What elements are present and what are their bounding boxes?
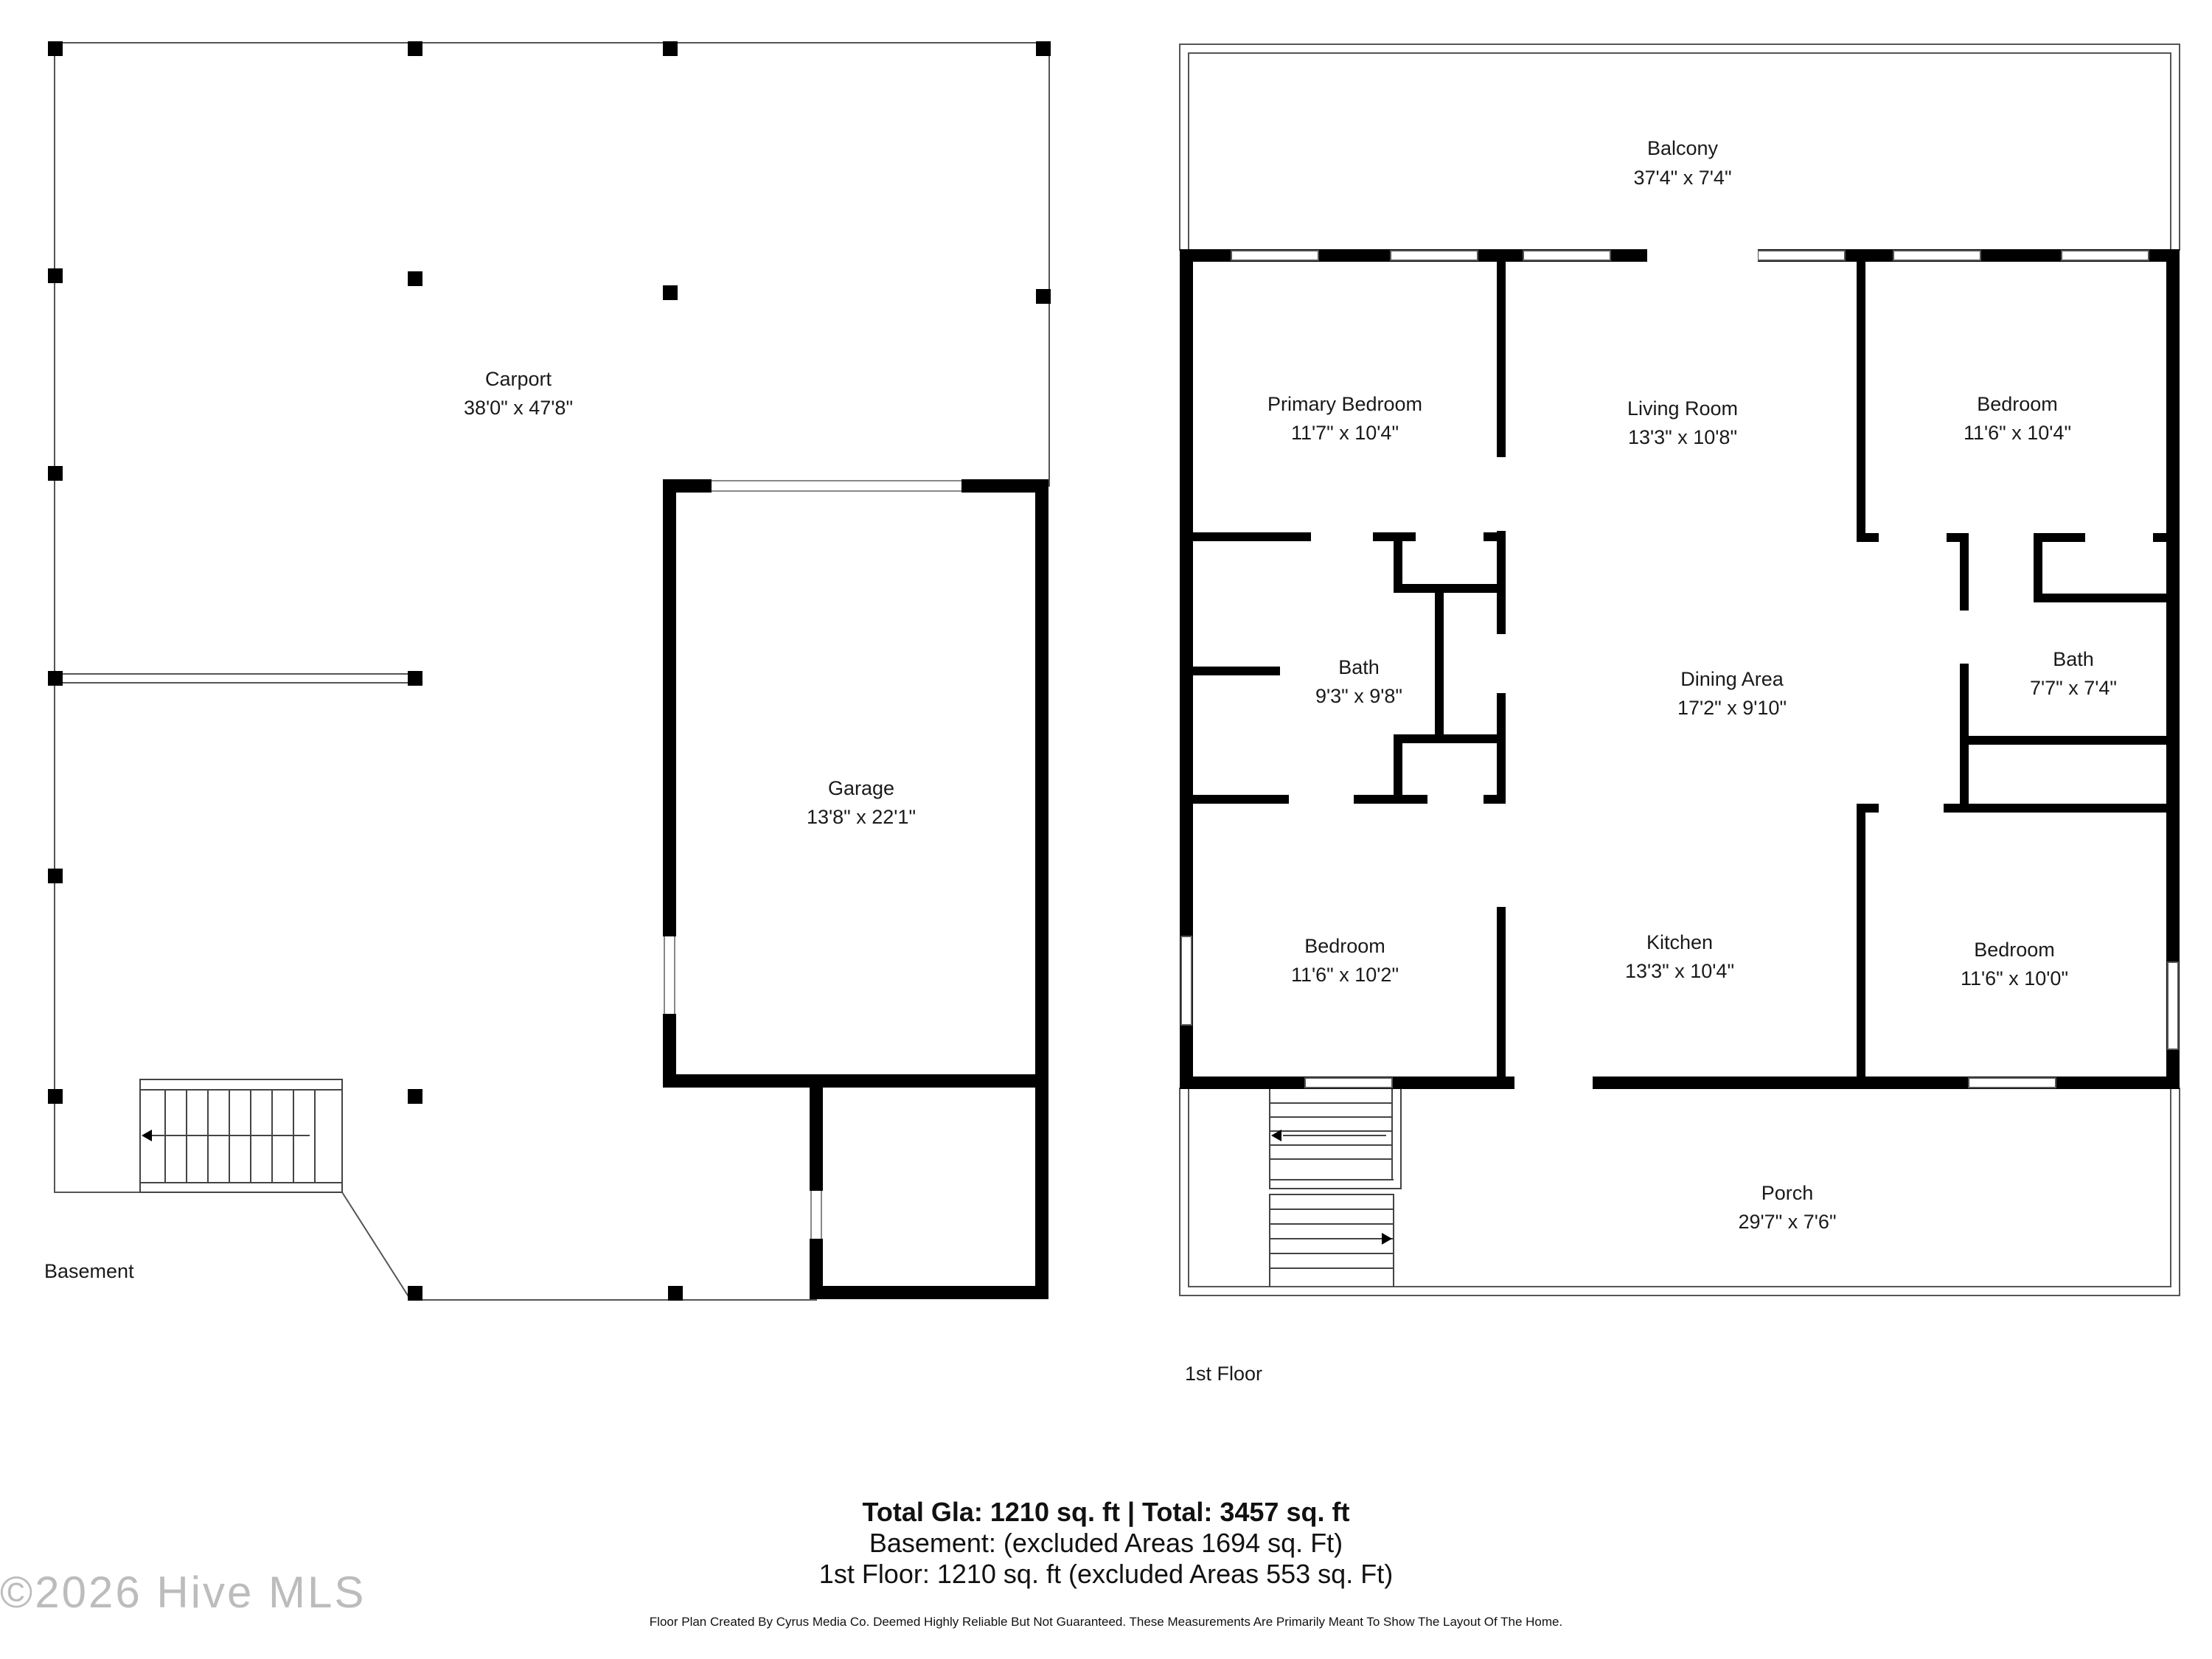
primary-bedroom-name: Primary Bedroom: [1267, 393, 1422, 415]
dining-area-name: Dining Area: [1680, 668, 1784, 690]
porch-stairs: [1269, 1089, 1402, 1287]
interior-walls: [1193, 262, 2168, 1077]
kitchen-dim: 13'3" x 10'4": [1625, 960, 1734, 982]
bedroom-ne-dim: 11'6" x 10'4": [1964, 422, 2071, 444]
carport-window: [54, 673, 417, 684]
balcony-outline: [1179, 44, 2180, 251]
bedroom-sw-dim: 11'6" x 10'2": [1291, 964, 1399, 986]
garage-door-opening: [664, 480, 961, 1239]
basement-stairs: [139, 1079, 343, 1193]
basement-area-summary: Basement: (excluded Areas 1694 sq. Ft): [869, 1528, 1343, 1558]
dining-area-dim: 17'2" x 9'10": [1677, 697, 1787, 719]
porch-name: Porch: [1761, 1182, 1814, 1204]
door-openings: [1514, 248, 1758, 1091]
carport-outline: [54, 42, 1050, 1193]
porch-outline: [1179, 1088, 2180, 1296]
support-posts: [48, 41, 1051, 1301]
kitchen-name: Kitchen: [1646, 931, 1713, 953]
garage-walls: [663, 479, 1048, 1299]
stair-diagonal: [341, 1192, 411, 1301]
carport-dim: 38'0" x 47'8": [464, 397, 573, 419]
balcony-name: Balcony: [1647, 137, 1719, 159]
room-labels: Carport 38'0" x 47'8" Garage 13'8" x 22'…: [464, 137, 2117, 1233]
balcony-dim: 37'4" x 7'4": [1633, 167, 1731, 189]
garage-dim: 13'8" x 22'1": [807, 806, 916, 828]
living-room-dim: 13'3" x 10'8": [1628, 426, 1737, 448]
porch-stair-up-arrow-icon: [1382, 1233, 1392, 1245]
porch-dim: 29'7" x 7'6": [1738, 1211, 1836, 1233]
garage-name: Garage: [828, 777, 894, 799]
first-floor-area-summary: 1st Floor: 1210 sq. ft (excluded Areas 5…: [818, 1559, 1394, 1589]
disclaimer: Floor Plan Created By Cyrus Media Co. De…: [649, 1615, 1563, 1629]
watermark: ©2026 Hive MLS: [0, 1568, 366, 1617]
primary-bedroom-dim: 11'7" x 10'4": [1291, 422, 1399, 444]
bedroom-ne-name: Bedroom: [1977, 393, 2058, 415]
carport-name: Carport: [485, 368, 552, 390]
bath-w-dim: 9'3" x 9'8": [1315, 685, 1402, 707]
bath-e-dim: 7'7" x 7'4": [2030, 677, 2117, 699]
first-floor-label: 1st Floor: [1185, 1363, 1262, 1385]
basement-floor-label: Basement: [44, 1260, 134, 1282]
bath-e-name: Bath: [2053, 648, 2094, 670]
windows: [1180, 250, 2179, 1088]
first-floor-plan: [1179, 44, 2180, 1296]
basement-plan: [48, 41, 1051, 1301]
bedroom-se-dim: 11'6" x 10'0": [1961, 967, 2068, 990]
total-area-summary: Total Gla: 1210 sq. ft | Total: 3457 sq.…: [862, 1497, 1350, 1527]
bedroom-sw-name: Bedroom: [1304, 935, 1385, 957]
bath-w-name: Bath: [1338, 656, 1380, 678]
stair-arrow-icon: [142, 1130, 152, 1141]
porch-stair-down-arrow-icon: [1271, 1130, 1281, 1141]
living-room-name: Living Room: [1627, 397, 1738, 420]
bedroom-se-name: Bedroom: [1974, 939, 2055, 961]
